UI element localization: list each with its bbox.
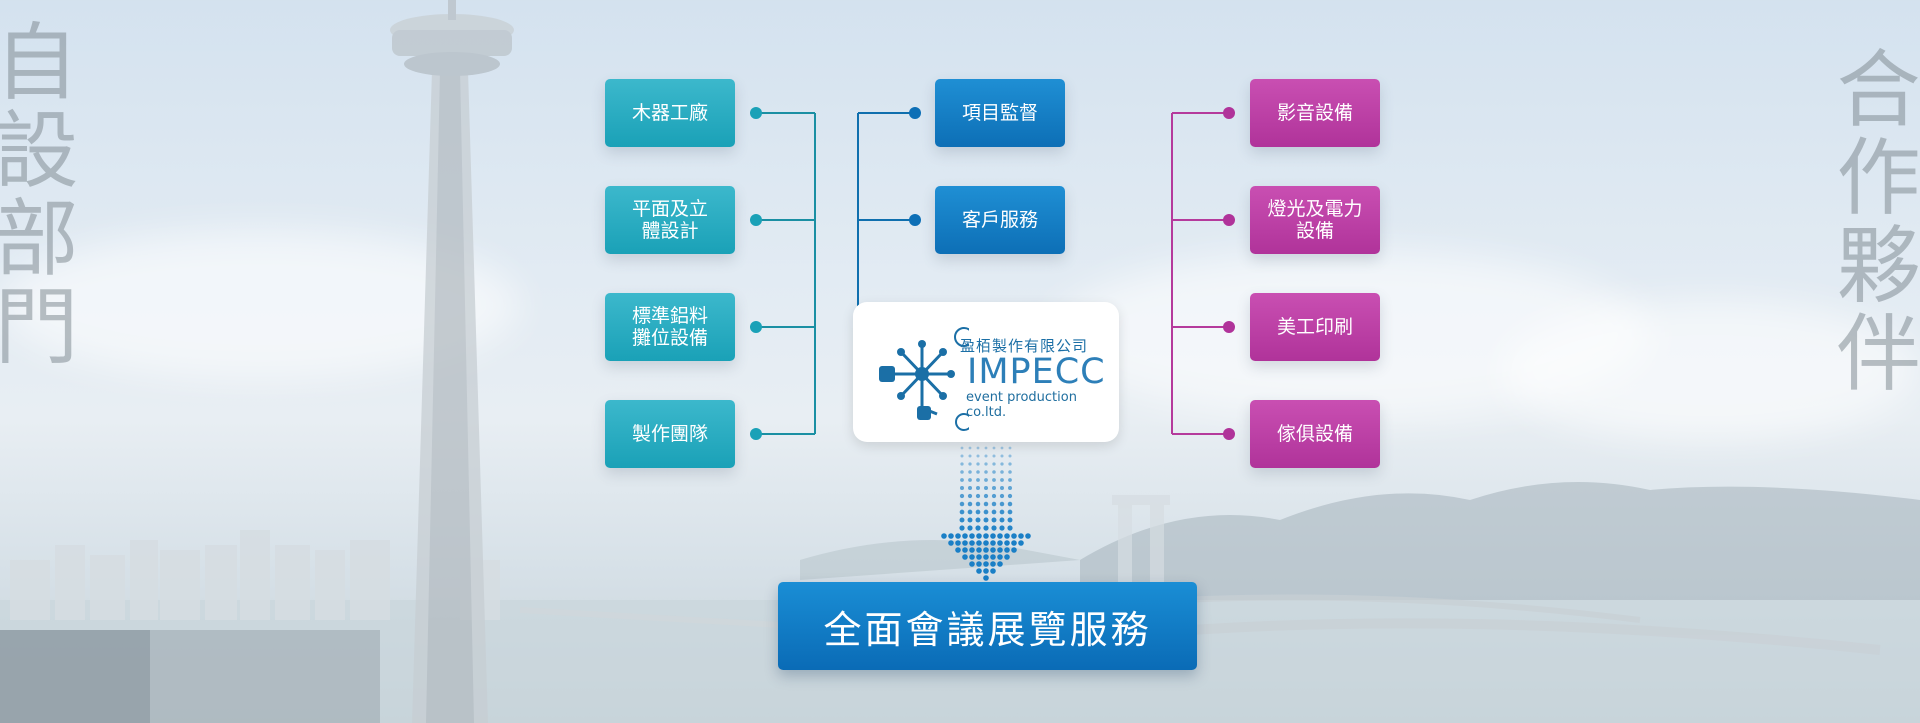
center-bracket	[857, 112, 915, 312]
banner-label: 全面會議展覽服務	[823, 607, 1152, 652]
box-label: 傢俱設備	[1276, 423, 1353, 445]
box-label: 標準鋁料攤位設備	[631, 305, 708, 349]
box-lighting-power-equipment: 燈光及電力設備	[1250, 186, 1380, 254]
box-furniture-equipment: 傢俱設備	[1250, 400, 1380, 468]
brand-name: IMPECC	[967, 352, 1106, 392]
box-label: 影音設備	[1276, 102, 1353, 124]
box-woodwork-factory: 木器工廠	[605, 79, 735, 147]
left-bracket	[756, 112, 816, 435]
box-aluminum-booth-equipment: 標準鋁料攤位設備	[605, 293, 735, 361]
box-av-equipment: 影音設備	[1250, 79, 1380, 147]
box-project-supervision: 項目監督	[935, 79, 1065, 147]
box-label: 項目監督	[961, 102, 1038, 124]
circuit-logo-icon	[879, 327, 969, 431]
box-label: 平面及立體設計	[631, 198, 708, 242]
box-label: 木器工廠	[631, 102, 708, 124]
box-graphic-3d-design: 平面及立體設計	[605, 186, 735, 254]
brand-tagline: event production co.ltd.	[966, 390, 1077, 420]
right-bracket	[1171, 112, 1229, 435]
full-mice-service-banner: 全面會議展覽服務	[778, 582, 1197, 670]
box-label: 客戶服務	[961, 209, 1038, 231]
box-art-printing: 美工印刷	[1250, 293, 1380, 361]
center-dots	[909, 107, 921, 226]
right-heading: 合作夥伴	[1823, 45, 1920, 397]
company-name-cn: 盈栢製作有限公司	[960, 337, 1089, 355]
box-label: 製作團隊	[631, 423, 708, 445]
box-production-team: 製作團隊	[605, 400, 735, 468]
box-customer-service: 客戶服務	[935, 186, 1065, 254]
box-label: 燈光及電力設備	[1267, 198, 1363, 242]
down-arrow-dots	[941, 446, 1031, 581]
right-dots	[1223, 107, 1235, 440]
company-logo-card: 盈栢製作有限公司 IMPECC event production co.ltd.	[853, 302, 1119, 442]
box-label: 美工印刷	[1276, 316, 1353, 338]
left-dots	[750, 107, 762, 440]
left-heading: 自設部門	[0, 18, 79, 370]
